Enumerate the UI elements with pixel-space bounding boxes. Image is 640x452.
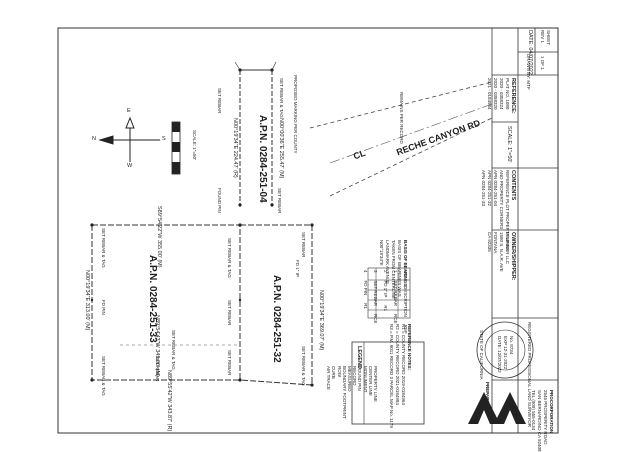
legend-row: AIR TRACE xyxy=(326,366,332,390)
parcel-left-boundary xyxy=(91,224,241,381)
legend-row: MONUMENT xyxy=(362,366,368,393)
road-note: PROPOSED MARKING PER COUNTY xyxy=(293,75,298,154)
bearing-right-side: N00°19'34"E 369.07' (M) xyxy=(318,290,324,351)
bearing-upper-right: N00°00'36"E 255.47' (M) xyxy=(278,118,284,179)
contents-block: CONTENTS REFERENCE PLOT PROPERTY LINES A… xyxy=(480,170,516,251)
reference-note: R1 = COUNTY RECORD 2019-0184964 xyxy=(401,324,406,405)
bearing-left-top: S89°54'22"W 355.00' (M) xyxy=(156,206,162,268)
bearing-upper-left: N00°19'34"E 224.47' (R) xyxy=(232,118,238,178)
monument-label: SET REBAR & TAG xyxy=(279,78,284,118)
road-centerline xyxy=(329,103,493,164)
monument-label: SET REBAR xyxy=(155,356,160,382)
monument-label: FOUND PIN xyxy=(217,188,222,213)
stamp-line: DATE: 12/07/2022 xyxy=(497,336,502,373)
parcel-label-right: A.P.N. 0284-251-32 xyxy=(271,275,282,363)
refs-line: PLAT NO. 1080 xyxy=(505,78,510,110)
monument-label: SET REBAR xyxy=(217,88,222,114)
road-note-2: REMAINS PER RECORD xyxy=(399,92,404,144)
company-addr: 2545 PROSPERITY ROAD xyxy=(543,390,548,445)
surveyor-stamp-seal xyxy=(476,321,534,379)
prepared-company: PROCORPORATION 2545 PROSPERITY ROAD SAN … xyxy=(530,390,554,452)
north-arrow-graphic xyxy=(98,116,160,162)
road-edge-upper xyxy=(309,81,493,129)
bearing-left-side: N00°19'34"E 313.00' (M) xyxy=(84,270,90,331)
monument-label: SET REBAR & TAG xyxy=(227,238,232,278)
monument-label: SET REBAR & TAG xyxy=(171,330,176,370)
company-logo xyxy=(468,392,526,424)
reference-notes: REFERENCE NOTES: R1 = COUNTY RECORD 2019… xyxy=(388,324,412,428)
title-drawn: DRAWN BY: MTF xyxy=(526,54,531,90)
scale-bar-graphic xyxy=(171,121,181,175)
refs-line: 2021 - 0184984 xyxy=(487,78,492,110)
parcel-right-boundary xyxy=(239,224,313,386)
legend-box xyxy=(351,341,425,425)
reference-note: R3 = P.M. 9011 RECORD 3 PARCEL MAP No. 1… xyxy=(389,324,394,428)
legend-row: BOUNDARY FOOTPRINT xyxy=(341,366,347,419)
monument-label: SET REBAR & TAG xyxy=(301,346,306,386)
stamp-line: No. 8734 xyxy=(509,336,514,355)
reference-note: R2 = COUNTY RECORD 2021-0184984 xyxy=(395,324,400,405)
north-arrow-w: W xyxy=(127,163,133,169)
monument-label: SET REBAR xyxy=(301,232,306,258)
north-arrow-n: N xyxy=(92,136,96,142)
monument-label: SET REBAR & TAG xyxy=(101,228,106,268)
legend-row: ROW xyxy=(336,366,342,377)
legend-row: CURB xyxy=(331,366,337,379)
scale-bar-label: SCALE: 1"=50' xyxy=(192,130,197,160)
refs-title: REFERENCE: xyxy=(510,78,516,114)
legend-row: MEASURED xyxy=(346,366,352,392)
monument-markers xyxy=(90,68,314,387)
monument-label: FD 1" IP xyxy=(295,260,300,277)
refs-line: 2020 - 0358324 xyxy=(499,78,504,110)
monument-label: SET REBAR xyxy=(227,350,232,376)
legend-row: PROPERTY LINE xyxy=(373,366,378,402)
contents-line: APN 0284-251-32 xyxy=(487,170,492,207)
legend-row: CENTER LINE xyxy=(367,366,373,396)
monument-label: SET REBAR & TAG xyxy=(101,356,106,396)
legend-row: RECORD xyxy=(352,366,358,386)
title-sheet: SHEET xyxy=(546,30,551,46)
monument-label: SET REBAR xyxy=(227,300,232,326)
stamp-lines: No. 8734 EXP 12-31-2022 DATE: 12/07/2022 xyxy=(496,336,514,373)
north-arrow-s: S xyxy=(162,136,166,142)
prepared-by: PREPARED BY: xyxy=(484,382,490,415)
contents-line: APN 0284-251-33 xyxy=(481,170,486,207)
company-addr: SAN BERNARDINO CA 92408 xyxy=(537,390,542,452)
reference-notes-title: REFERENCE NOTES: xyxy=(407,324,412,371)
table-header: NO. xyxy=(403,270,408,279)
title-sheet-no: 1 OF 1 xyxy=(540,56,545,70)
title-rev: REV 1 xyxy=(540,30,545,44)
contents-line: REFERENCE PLOT PROPERTY LINES xyxy=(505,170,510,251)
stamp-line: EXP 12-31-2022 xyxy=(503,336,508,370)
legend-rows: PROPERTY LINE CENTER LINE MONUMENT FOUND… xyxy=(326,366,378,419)
refs-block: REFERENCE: PLAT NO. 1080 2020 - 0358324 … xyxy=(486,78,516,114)
sheet-border xyxy=(57,27,559,434)
north-arrow-e: E xyxy=(127,108,131,114)
road-edge-lower xyxy=(329,117,493,197)
monument-table-box xyxy=(367,267,411,319)
title-scale: SCALE: 1"=50' xyxy=(506,126,512,163)
table-header: DESCRIPTION xyxy=(403,286,408,317)
bearing-bottom: N89°55'42"W 343.87' (R) xyxy=(166,370,172,432)
parcel-label-upper: A.P.N. 0284-251-04 xyxy=(257,115,268,203)
prepared-label: PREPARED BY: xyxy=(485,382,490,416)
refs-line: 2020 - 0358320 xyxy=(493,78,498,110)
stamp-state: STATE OF CALIFORNIA xyxy=(479,330,484,380)
contents-title: CONTENTS xyxy=(510,170,516,201)
company-name: PROCORPORATION xyxy=(549,390,554,434)
monument-label: FD PIN xyxy=(101,300,106,315)
parcel-upper-boundary xyxy=(239,69,273,205)
monument-label: SET REBAR xyxy=(277,188,282,214)
